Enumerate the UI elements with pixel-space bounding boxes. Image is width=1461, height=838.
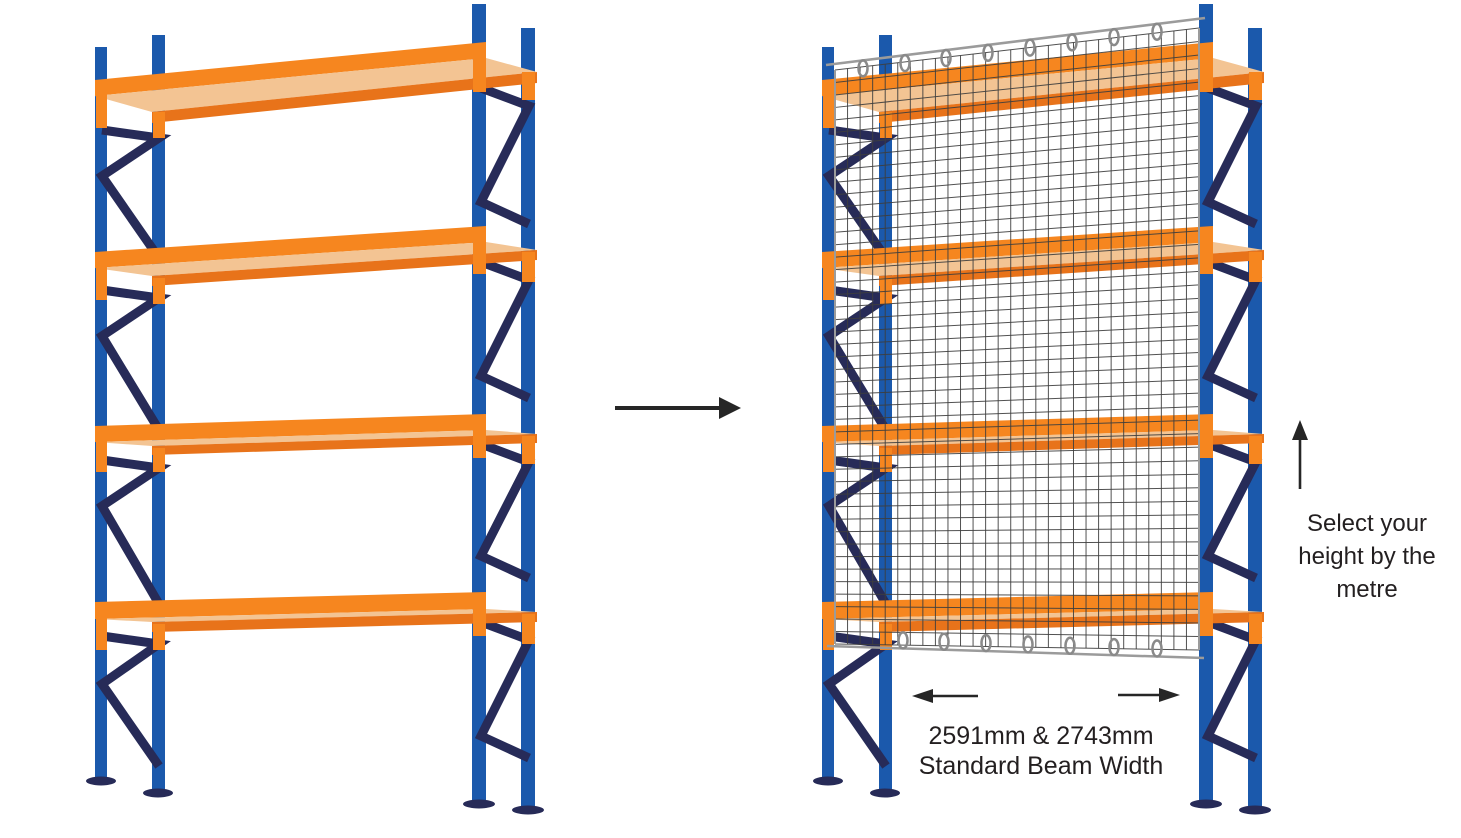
beam-width-line2: Standard Beam Width (919, 752, 1164, 780)
frame-bracing-right (474, 83, 536, 763)
safety-mesh-panel (825, 16, 1206, 660)
back-beam (95, 42, 486, 96)
post-foot (512, 805, 544, 815)
beam-connector-tab (522, 252, 535, 282)
height-label-line1: Select your (1307, 510, 1427, 537)
mesh-hook-rings-bottom (897, 631, 1163, 658)
arrow-head (719, 397, 741, 419)
beam-width-annotation: 2591mm & 2743mm Standard Beam Width (912, 688, 1180, 780)
beam-connector-tab (473, 46, 486, 92)
beam-connector-tab (153, 448, 165, 472)
post-foot (143, 788, 173, 798)
post-foot (86, 776, 116, 786)
shelf-level-2 (95, 226, 537, 304)
pallet-rack-with-mesh-base (813, 4, 1271, 815)
beam-connector-tab (522, 614, 535, 644)
shelf-decking (95, 242, 537, 276)
beam-connector-tab (522, 72, 535, 100)
right-arrow-icon (1118, 688, 1180, 702)
beam-connector-tab (96, 606, 107, 650)
height-label-line2: height by the (1298, 543, 1435, 570)
upright-post-back-left (95, 47, 107, 780)
front-beam (152, 250, 537, 286)
back-beam (95, 226, 486, 268)
up-arrow-icon (1292, 420, 1308, 489)
pallet-rack (86, 4, 544, 815)
shelf-decking (95, 609, 537, 622)
beam-connector-tab (153, 278, 165, 304)
front-beam (152, 612, 537, 632)
upright-post-front-right (521, 28, 535, 809)
beam-connector-tab (96, 84, 107, 128)
shelf-decking (95, 430, 537, 446)
tension-cable-bottom (826, 644, 1205, 660)
transform-arrow-icon (615, 397, 741, 419)
beam-width-line1: 2591mm & 2743mm (928, 722, 1153, 750)
beam-connector-tab (153, 112, 165, 138)
height-label-line3: metre (1336, 576, 1397, 603)
post-foot (463, 799, 495, 809)
shelf-level-1 (95, 42, 537, 138)
arrow-head (912, 689, 933, 703)
shelf-level-3 (95, 414, 537, 472)
height-annotation: Select your height by the metre (1292, 420, 1436, 603)
beam-connector-tab (473, 230, 486, 274)
front-beam (152, 434, 537, 455)
beam-connector-tab (153, 624, 165, 650)
beam-connector-tab (473, 418, 486, 458)
shelf-decking (95, 58, 537, 112)
shelf-level-4 (95, 592, 537, 650)
arrow-head (1292, 420, 1308, 440)
tension-cable-top (825, 16, 1206, 67)
beam-connector-tab (473, 596, 486, 636)
arrow-head (1159, 688, 1180, 702)
beam-connector-tab (96, 256, 107, 300)
back-beam (95, 592, 486, 619)
mesh-hook-rings-top (857, 22, 1163, 78)
beam-connector-tab (96, 430, 107, 472)
back-beam (95, 414, 486, 442)
beam-connector-tab (522, 436, 535, 464)
front-beam (152, 72, 537, 123)
left-arrow-icon (912, 689, 978, 703)
frame-bracing-left (95, 125, 172, 769)
upright-post-back-right (472, 4, 486, 803)
